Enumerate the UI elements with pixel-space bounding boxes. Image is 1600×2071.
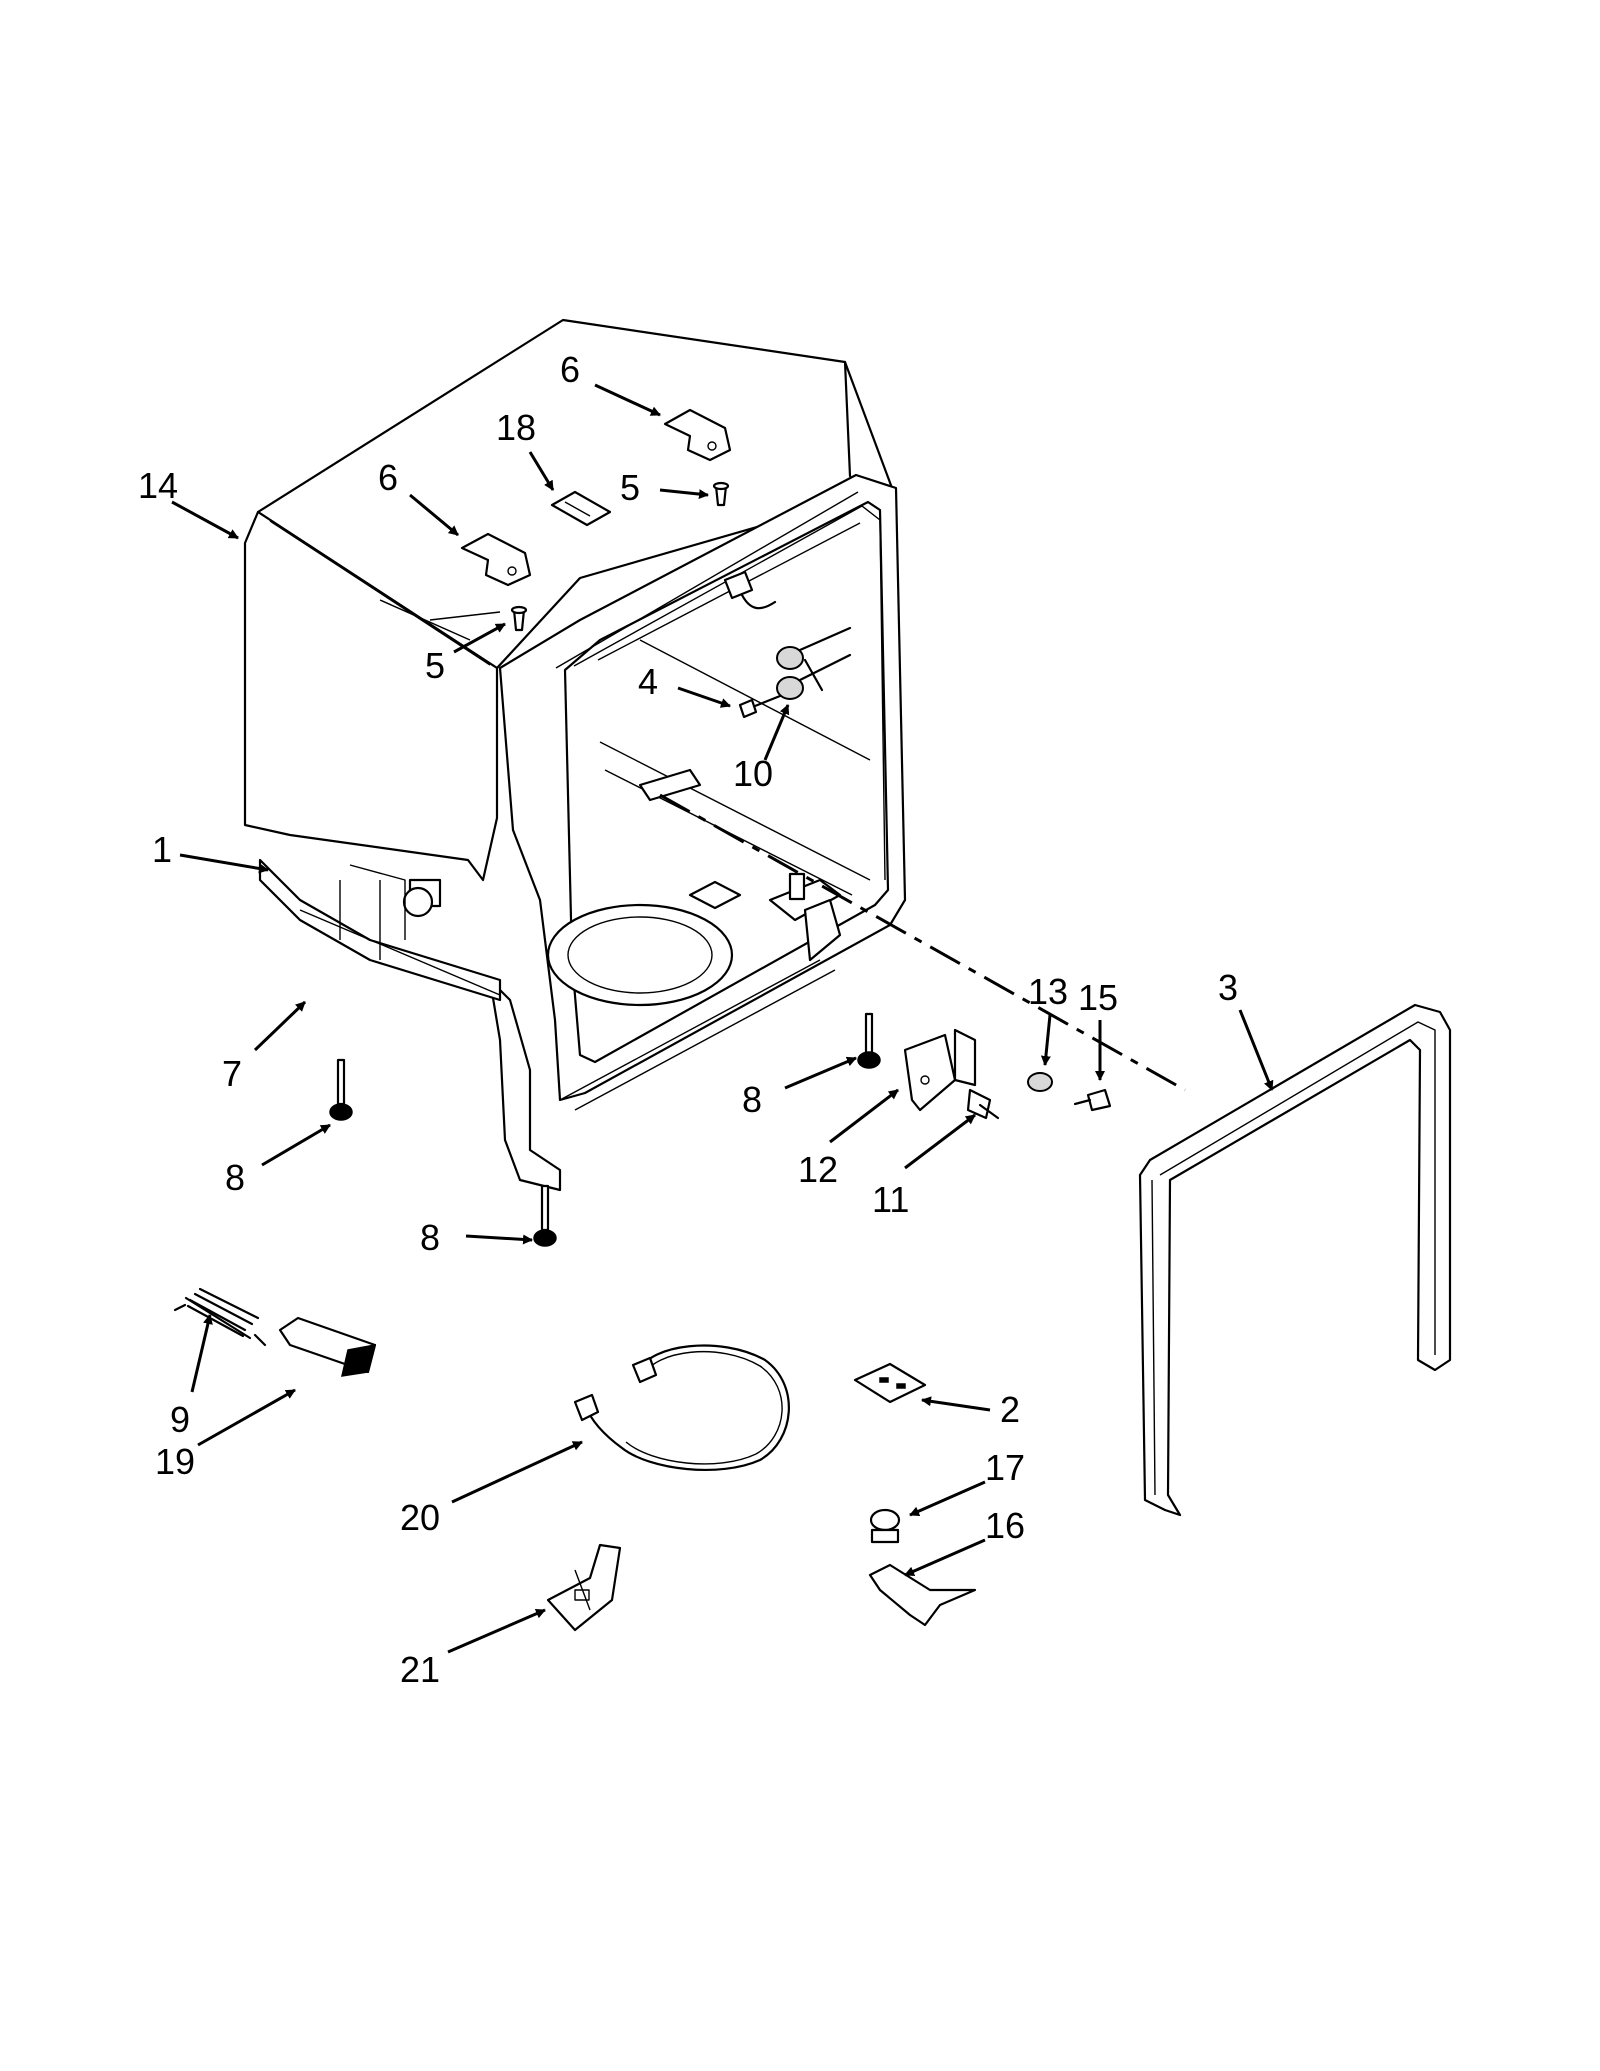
callout-2: 2: [1000, 1389, 1020, 1430]
callout-6-left: 6: [378, 457, 398, 498]
callout-13: 13: [1028, 971, 1068, 1012]
leg-screw-8a-icon: [329, 1058, 353, 1121]
callout-16: 16: [985, 1505, 1025, 1546]
clip-icon: [853, 1362, 927, 1404]
callout-20: 20: [400, 1497, 440, 1538]
callout-5-left: 5: [425, 645, 445, 686]
callout-5-top: 5: [620, 467, 640, 508]
pad-icon: [278, 1316, 377, 1377]
washer-13-icon: [1027, 1072, 1053, 1092]
bracket-12-icon: [903, 1028, 977, 1112]
callout-3: 3: [1218, 967, 1238, 1008]
screw-5b-icon: [510, 605, 528, 632]
callout-1: 1: [152, 829, 172, 870]
wire-icon: [573, 1344, 790, 1472]
callout-8-bottom: 8: [420, 1217, 440, 1258]
callout-12: 12: [798, 1149, 838, 1190]
callout-8-left: 8: [225, 1157, 245, 1198]
thermostat-icon: [869, 1508, 901, 1544]
screw-5a-icon: [712, 481, 730, 507]
spring-icon: [173, 1287, 267, 1347]
assembly-centerline: [659, 793, 1186, 1092]
callout-21: 21: [400, 1649, 440, 1690]
screw-11-icon: [966, 1088, 1000, 1120]
callout-10: 10: [733, 753, 773, 794]
callout-15: 15: [1078, 977, 1118, 1018]
callout-7: 7: [222, 1053, 242, 1094]
leg-screw-8c-icon: [857, 1012, 881, 1069]
leg-screw-8b-icon: [533, 1184, 557, 1247]
leader-arrows: [171, 383, 1274, 1654]
bracket-icon: [546, 1543, 622, 1632]
callout-11: 11: [872, 1179, 909, 1220]
callout-8-right: 8: [742, 1079, 762, 1120]
callout-6-top: 6: [560, 349, 580, 390]
callout-14: 14: [138, 465, 178, 506]
callout-19: 19: [155, 1441, 195, 1482]
callout-4: 4: [638, 661, 658, 702]
bracket-6a-icon: [663, 408, 732, 462]
vent-icon: [550, 490, 612, 527]
bolt-4-icon: [738, 694, 782, 719]
u-gasket-icon: [1138, 1003, 1452, 1517]
callout-9: 9: [170, 1399, 190, 1440]
clip-16-icon: [868, 1563, 977, 1627]
screw-15-icon: [1073, 1088, 1112, 1112]
callout-17: 17: [985, 1447, 1025, 1488]
bracket-6b-icon: [460, 532, 532, 587]
hinge-roller-icon: [776, 626, 852, 700]
dishwasher-tub-icon: [243, 318, 907, 1192]
callout-18: 18: [496, 407, 536, 448]
